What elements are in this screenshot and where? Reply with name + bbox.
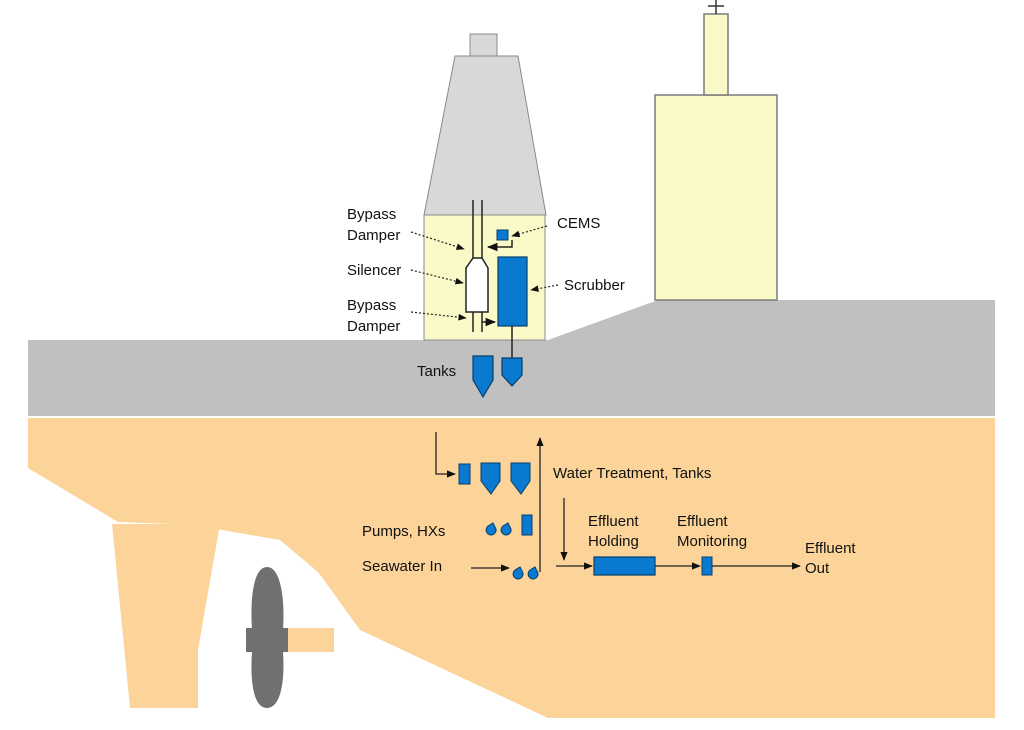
ship-hull xyxy=(28,418,995,718)
effluent-monitor xyxy=(701,556,713,576)
pump-2 xyxy=(500,522,512,536)
leader-bypass-top xyxy=(410,231,465,250)
heat-exchanger xyxy=(521,514,533,536)
label-silencer: Silencer xyxy=(347,262,401,279)
treatment-tank-1 xyxy=(480,462,501,495)
label-water-treatment: Water Treatment, Tanks xyxy=(553,465,711,482)
label-seawater-in: Seawater In xyxy=(362,558,442,575)
mast xyxy=(703,13,729,96)
label-effluent-holding: Effluent Holding xyxy=(588,513,643,550)
leader-silencer xyxy=(410,269,464,285)
leader-scrubber xyxy=(530,284,559,292)
funnel-cap xyxy=(469,33,498,57)
propeller-shaft xyxy=(280,628,334,652)
label-scrubber: Scrubber xyxy=(564,277,625,294)
deck-tank-1 xyxy=(472,355,494,399)
cems-box xyxy=(496,229,509,241)
leader-bypass-bottom xyxy=(410,311,467,321)
label-bypass-damper-top: Bypass Damper xyxy=(347,206,400,244)
label-cems: CEMS xyxy=(557,215,600,232)
effluent-holding-tank xyxy=(593,556,656,576)
bypass-connection-top xyxy=(486,240,513,252)
label-tanks: Tanks xyxy=(417,363,456,380)
bridge-structure xyxy=(654,94,778,301)
treatment-unit xyxy=(458,463,471,485)
treatment-tank-2 xyxy=(510,462,531,495)
deck-tank-2 xyxy=(501,357,523,387)
label-effluent-monitoring: Effluent Monitoring xyxy=(677,513,747,550)
rudder xyxy=(112,524,220,708)
seawater-pump-1 xyxy=(512,566,524,580)
scrubber-tower xyxy=(497,256,528,327)
label-pumps-hxs: Pumps, HXs xyxy=(362,523,445,540)
propeller-hub xyxy=(246,628,288,652)
treatment-supply-line xyxy=(435,432,456,478)
pump-1 xyxy=(485,522,497,536)
funnel xyxy=(423,55,547,216)
label-bypass-damper-bottom: Bypass Damper xyxy=(347,297,400,335)
propeller-blade-bottom xyxy=(251,652,284,708)
propeller-blade-top xyxy=(251,567,284,630)
label-effluent-out: Effluent Out xyxy=(805,540,860,577)
silencer xyxy=(465,257,489,313)
seawater-pump-2 xyxy=(527,566,539,580)
